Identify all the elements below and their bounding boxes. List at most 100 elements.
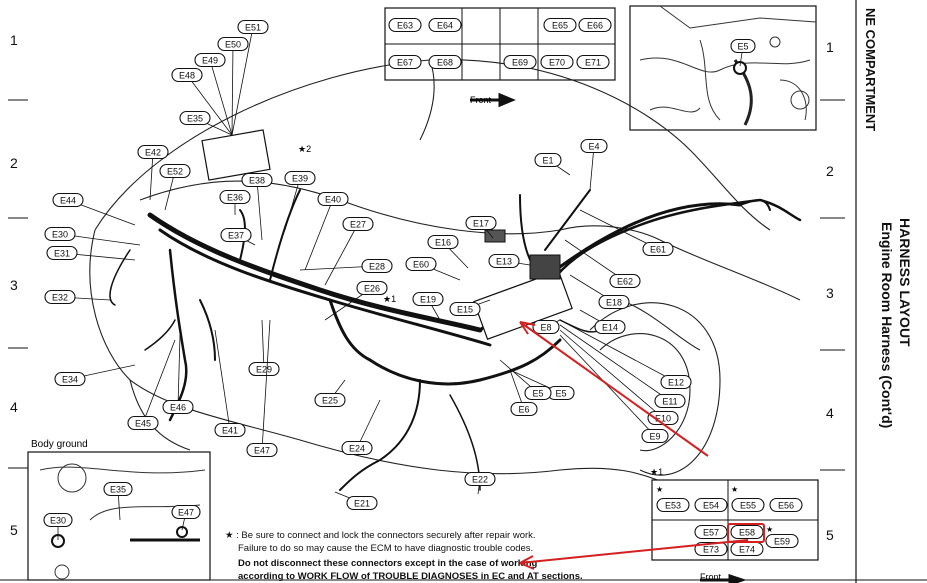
connector-e22-28: E22 bbox=[464, 471, 496, 495]
svg-text:E27: E27 bbox=[350, 220, 366, 230]
svg-text:E60: E60 bbox=[413, 260, 429, 270]
svg-text:E11: E11 bbox=[662, 397, 677, 407]
svg-text:E45: E45 bbox=[135, 419, 151, 429]
connector-e48-3: E48 bbox=[171, 67, 233, 136]
svg-text:E47: E47 bbox=[178, 508, 194, 518]
connector-e60-35: E60 bbox=[405, 256, 461, 281]
svg-text:E5: E5 bbox=[532, 389, 543, 399]
connector-e69-top: E69 bbox=[503, 54, 537, 70]
page-title: HARNESS LAYOUT bbox=[897, 218, 913, 347]
zone-label-5: 5 bbox=[10, 522, 18, 538]
right-zone-ruler: 1 2 3 4 5 bbox=[820, 39, 845, 543]
connector-e42-5: E42 bbox=[137, 144, 169, 201]
svg-text:E17: E17 bbox=[473, 219, 489, 229]
connector-e59-inset: E59 bbox=[765, 533, 799, 549]
connector-e64-top: E64 bbox=[428, 17, 462, 33]
connector-e70-top: E70 bbox=[540, 54, 574, 70]
connector-e30-ground: E30 bbox=[43, 512, 73, 540]
svg-text:E49: E49 bbox=[202, 56, 218, 66]
svg-text:E32: E32 bbox=[52, 293, 68, 303]
svg-text:E38: E38 bbox=[249, 176, 265, 186]
svg-text:E55: E55 bbox=[740, 501, 756, 511]
connector-e54-inset: E54 bbox=[694, 497, 728, 513]
connector-e65-top: E65 bbox=[543, 17, 577, 33]
connector-e66-top: E66 bbox=[578, 17, 612, 33]
connector-e45-22: E45 bbox=[127, 339, 176, 431]
connector-e61-32: E61 bbox=[579, 209, 674, 257]
svg-text:E5: E5 bbox=[555, 389, 566, 399]
svg-text:E10: E10 bbox=[655, 414, 671, 424]
svg-text:E24: E24 bbox=[349, 444, 365, 454]
svg-text:E74: E74 bbox=[739, 545, 755, 555]
svg-text:E15: E15 bbox=[457, 305, 473, 315]
svg-text:E16: E16 bbox=[435, 238, 451, 248]
connector-e1-29: E1 bbox=[534, 152, 571, 176]
svg-text:E8: E8 bbox=[540, 323, 551, 333]
svg-text:E4: E4 bbox=[588, 142, 599, 152]
connector-e5-inset: E5 bbox=[730, 38, 756, 67]
top-right-inset bbox=[629, 5, 817, 131]
svg-text:E5: E5 bbox=[737, 42, 748, 52]
connector-e36-7: E36 bbox=[219, 189, 251, 215]
svg-text:E68: E68 bbox=[437, 58, 453, 68]
svg-text:E41: E41 bbox=[222, 426, 238, 436]
star2-note: ★2 bbox=[298, 144, 311, 154]
connector-e6-44: E6 bbox=[509, 369, 538, 417]
note-line-3: Do not disconnect these connectors excep… bbox=[238, 558, 538, 569]
connector-e40-10: E40 bbox=[304, 191, 349, 271]
svg-text:E52: E52 bbox=[167, 167, 183, 177]
svg-text:E29: E29 bbox=[256, 365, 272, 375]
svg-text:HARNESS LAYOUT: HARNESS LAYOUT bbox=[897, 218, 913, 347]
section-tab: NE COMPARTMENT bbox=[863, 8, 878, 131]
svg-text:Engine Room Harness (Cont'd): Engine Room Harness (Cont'd) bbox=[879, 222, 895, 428]
svg-text:E34: E34 bbox=[62, 375, 78, 385]
connector-e27-11: E27 bbox=[324, 216, 374, 286]
connector-e62-40: E62 bbox=[564, 239, 641, 289]
connector-e34-20: E34 bbox=[54, 364, 136, 387]
connector-e14-42: E14 bbox=[579, 309, 626, 335]
svg-text:E13: E13 bbox=[496, 257, 512, 267]
svg-text:E22: E22 bbox=[472, 475, 488, 485]
connector-e12-45: E12 bbox=[559, 319, 692, 390]
svg-text:E35: E35 bbox=[110, 485, 126, 495]
component-boxes bbox=[201, 129, 573, 340]
main-harness bbox=[109, 189, 802, 491]
note-line-1: ★ : Be sure to connect and lock the conn… bbox=[225, 530, 536, 541]
connector-e67-top: E67 bbox=[388, 54, 422, 70]
svg-text:E71: E71 bbox=[585, 58, 601, 68]
svg-text:E70: E70 bbox=[549, 58, 565, 68]
zone-label-r5: 5 bbox=[826, 527, 834, 543]
connector-e4-30: E4 bbox=[580, 138, 608, 191]
connector-e47-ground: E47 bbox=[171, 504, 201, 531]
svg-text:E42: E42 bbox=[145, 148, 161, 158]
connector-e71-top: E71 bbox=[576, 54, 610, 70]
svg-text:E14: E14 bbox=[602, 323, 618, 333]
svg-text:E58: E58 bbox=[739, 528, 755, 538]
connector-e53-inset: E53 bbox=[656, 497, 690, 513]
connector-e11-46: E11 bbox=[559, 324, 686, 409]
svg-text:★: ★ bbox=[731, 485, 738, 494]
zone-label-2: 2 bbox=[10, 155, 18, 171]
repair-notes: ★ : Be sure to connect and lock the conn… bbox=[225, 530, 583, 582]
svg-text:E64: E64 bbox=[437, 21, 453, 31]
svg-text:E9: E9 bbox=[649, 432, 660, 442]
connector-e25-25: E25 bbox=[314, 379, 346, 408]
connector-e29-19: E29 bbox=[248, 319, 280, 377]
zone-label-r2: 2 bbox=[826, 163, 834, 179]
svg-text:E62: E62 bbox=[617, 277, 633, 287]
note-line-2: Failure to do so may cause the ECM to ha… bbox=[238, 543, 533, 554]
connector-e13-36: E13 bbox=[488, 253, 531, 269]
connector-e8-39: E8 bbox=[532, 319, 561, 335]
connector-e15-38: E15 bbox=[449, 299, 491, 317]
svg-text:E48: E48 bbox=[179, 71, 195, 81]
connector-e5-31: E5 bbox=[509, 369, 575, 401]
svg-text:E44: E44 bbox=[60, 196, 76, 206]
svg-text:E39: E39 bbox=[292, 174, 308, 184]
connector-e18-41: E18 bbox=[569, 274, 630, 310]
connector-e46-21: E46 bbox=[162, 334, 194, 415]
svg-text:★: ★ bbox=[766, 525, 773, 534]
svg-text:E63: E63 bbox=[397, 21, 413, 31]
svg-text:E59: E59 bbox=[774, 537, 790, 547]
